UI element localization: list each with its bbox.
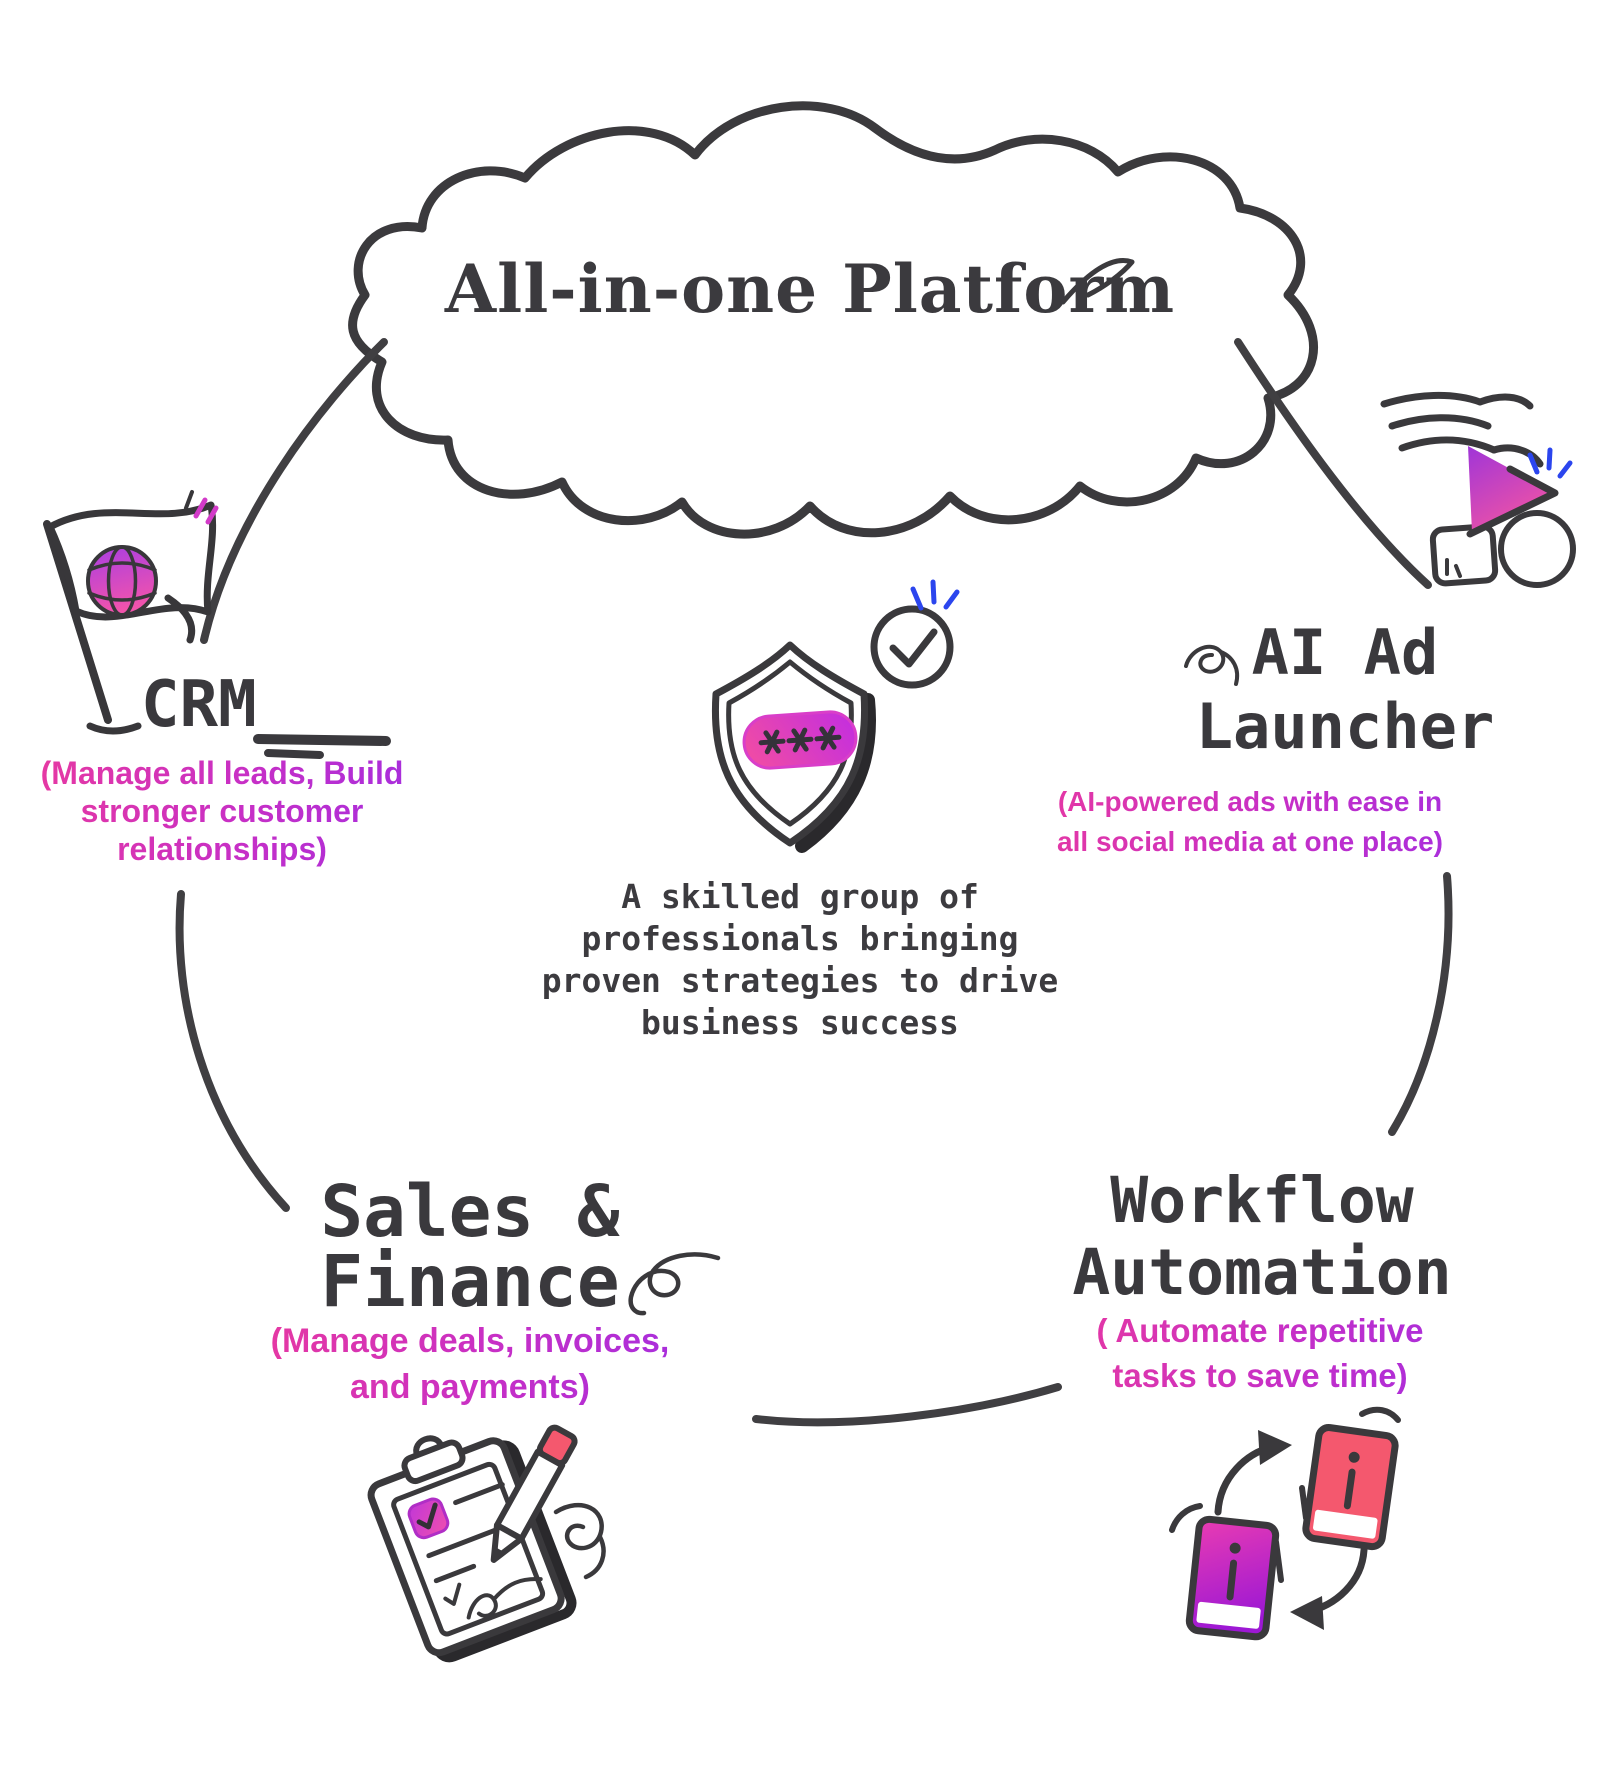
check-circle-icon — [870, 605, 954, 689]
ai-subtitle-line: (AI-powered ads with ease in — [1057, 786, 1443, 817]
workflow-automation-subtitle: ( Automate repetitive tasks to save time… — [1040, 1308, 1480, 1398]
sales-finance-title-line2: Finance — [320, 1240, 620, 1323]
flag-globe-icon — [43, 490, 219, 735]
page-title: All-in-one Platform — [444, 250, 1176, 328]
arc-top-right — [1234, 338, 1432, 589]
sales-finance-subtitle: (Manage deals, invoices, and payments) — [240, 1318, 700, 1410]
phone-magenta — [1185, 1515, 1280, 1641]
phone-red — [1302, 1424, 1399, 1551]
ai-squiggle-icon — [1184, 644, 1240, 686]
crm-subtitle-line: stronger customer — [80, 793, 364, 829]
hand-launch-triangle-icon — [1380, 392, 1576, 588]
password-asterisks — [758, 725, 842, 755]
launch-sparkle — [1527, 447, 1573, 479]
center-description-line: business success — [641, 1003, 959, 1042]
connector-arcs — [175, 338, 1453, 1427]
crm-title: CRM — [141, 668, 257, 742]
crm-underline — [253, 734, 391, 759]
pencil — [490, 1424, 578, 1563]
center-description-line: A skilled group of — [621, 877, 979, 916]
sales-finance-subtitle-line: (Manage deals, invoices, — [270, 1322, 670, 1360]
arc-top-left — [200, 338, 388, 644]
center-description-line: professionals bringing — [581, 919, 1019, 958]
arc-right — [1388, 872, 1453, 1136]
crm-subtitle-line: (Manage all leads, Build — [40, 755, 404, 791]
title-flourish — [1060, 258, 1135, 305]
crm-subtitle-line: relationships) — [117, 831, 327, 867]
phones-sync-icon — [1169, 1406, 1401, 1641]
workflow-automation-title-line1: Workflow — [1110, 1164, 1414, 1237]
hand-fingers — [1380, 392, 1544, 468]
ai-subtitle-line: all social media at one place) — [1057, 826, 1443, 857]
ai-ad-launcher-title-line2: Launcher — [1195, 690, 1495, 763]
ai-ad-launcher-subtitle: (AI-powered ads with ease in all social … — [1010, 782, 1490, 862]
arc-bottom — [752, 1383, 1062, 1427]
workflow-subtitle-line: ( Automate repetitive — [1096, 1312, 1424, 1349]
check-sparkle — [910, 579, 960, 611]
center-description: A skilled group of professionals bringin… — [530, 876, 1070, 1044]
pencil-curl — [553, 1502, 606, 1580]
crm-subtitle: (Manage all leads, Build stronger custom… — [20, 754, 424, 868]
sales-finance-subtitle-line: and payments) — [350, 1368, 590, 1406]
arc-left — [175, 890, 290, 1212]
flag-sparkle — [184, 490, 219, 525]
ai-ad-launcher-title-line1: AI Ad — [1251, 616, 1439, 689]
workflow-subtitle-line: tasks to save time) — [1112, 1357, 1408, 1394]
burst-outline-shape — [348, 101, 1318, 539]
shield-password-icon — [711, 579, 960, 853]
clipboard-pencil-icon — [367, 1424, 606, 1663]
workflow-automation-title-line2: Automation — [1072, 1236, 1452, 1309]
finance-squiggle-icon — [628, 1252, 721, 1316]
sales-finance-title-line1: Sales & — [320, 1170, 620, 1253]
center-description-line: proven strategies to drive — [541, 961, 1059, 1000]
